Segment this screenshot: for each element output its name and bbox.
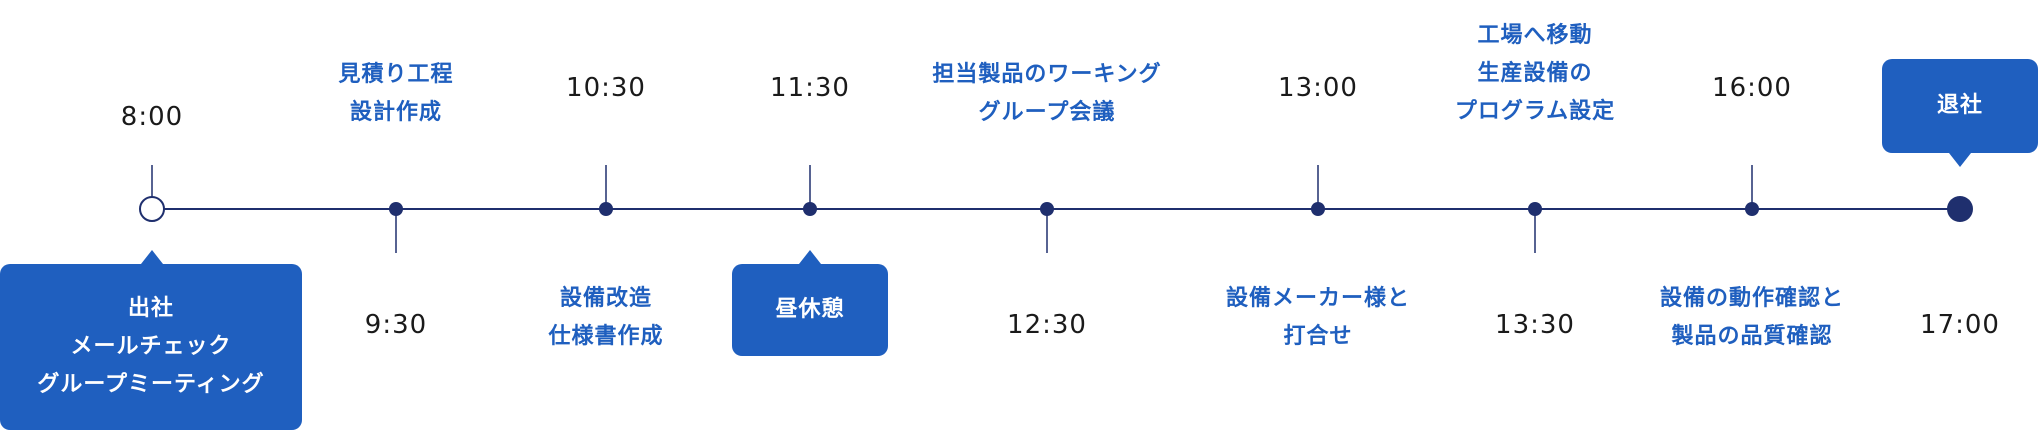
node-0930 (389, 202, 403, 216)
time-label-1330: 13:30 (1495, 310, 1575, 340)
node-1130 (803, 202, 817, 216)
node-1330 (1528, 202, 1542, 216)
node-1030 (599, 202, 613, 216)
time-label-1300: 13:00 (1278, 73, 1358, 103)
time-label-1700: 17:00 (1920, 310, 2000, 340)
task-lunch-label: 昼休憩 (775, 297, 845, 322)
task-maker-meeting: 設備メーカー様と 打合せ (1225, 286, 1411, 349)
time-label-1030: 10:30 (566, 73, 646, 103)
node-1230 (1040, 202, 1054, 216)
task-estimate-design: 見積り工程 設計作成 (338, 62, 454, 125)
time-label-1130: 11:30 (770, 73, 850, 103)
task-wg-meeting: 担当製品のワーキング グループ会議 (932, 62, 1162, 125)
task-arrival-label: 出社 メールチェック グループミーティング (37, 296, 265, 397)
node-1600 (1745, 202, 1759, 216)
time-label-0800: 8:00 (120, 102, 184, 132)
time-label-0930: 9:30 (364, 310, 428, 340)
task-equipment-modification-spec: 設備改造 仕様書作成 (548, 286, 664, 349)
node-0800-start (139, 196, 165, 222)
task-arrival-box: 出社 メールチェック グループミーティング (0, 264, 302, 430)
task-lunch-box: 昼休憩 (732, 264, 888, 356)
task-factory-programming: 工場へ移動 生産設備の プログラム設定 (1454, 23, 1616, 124)
task-leave-label: 退社 (1936, 93, 1983, 118)
task-leave-box: 退社 (1882, 59, 2038, 153)
task-operation-quality-check: 設備の動作確認と 製品の品質確認 (1659, 286, 1845, 349)
lunch-pointer (799, 250, 821, 264)
node-1300 (1311, 202, 1325, 216)
time-label-1230: 12:30 (1007, 310, 1087, 340)
arrival-pointer (141, 250, 163, 264)
time-label-1600: 16:00 (1712, 73, 1792, 103)
leave-pointer (1949, 153, 1971, 167)
node-1700-end (1947, 196, 1973, 222)
